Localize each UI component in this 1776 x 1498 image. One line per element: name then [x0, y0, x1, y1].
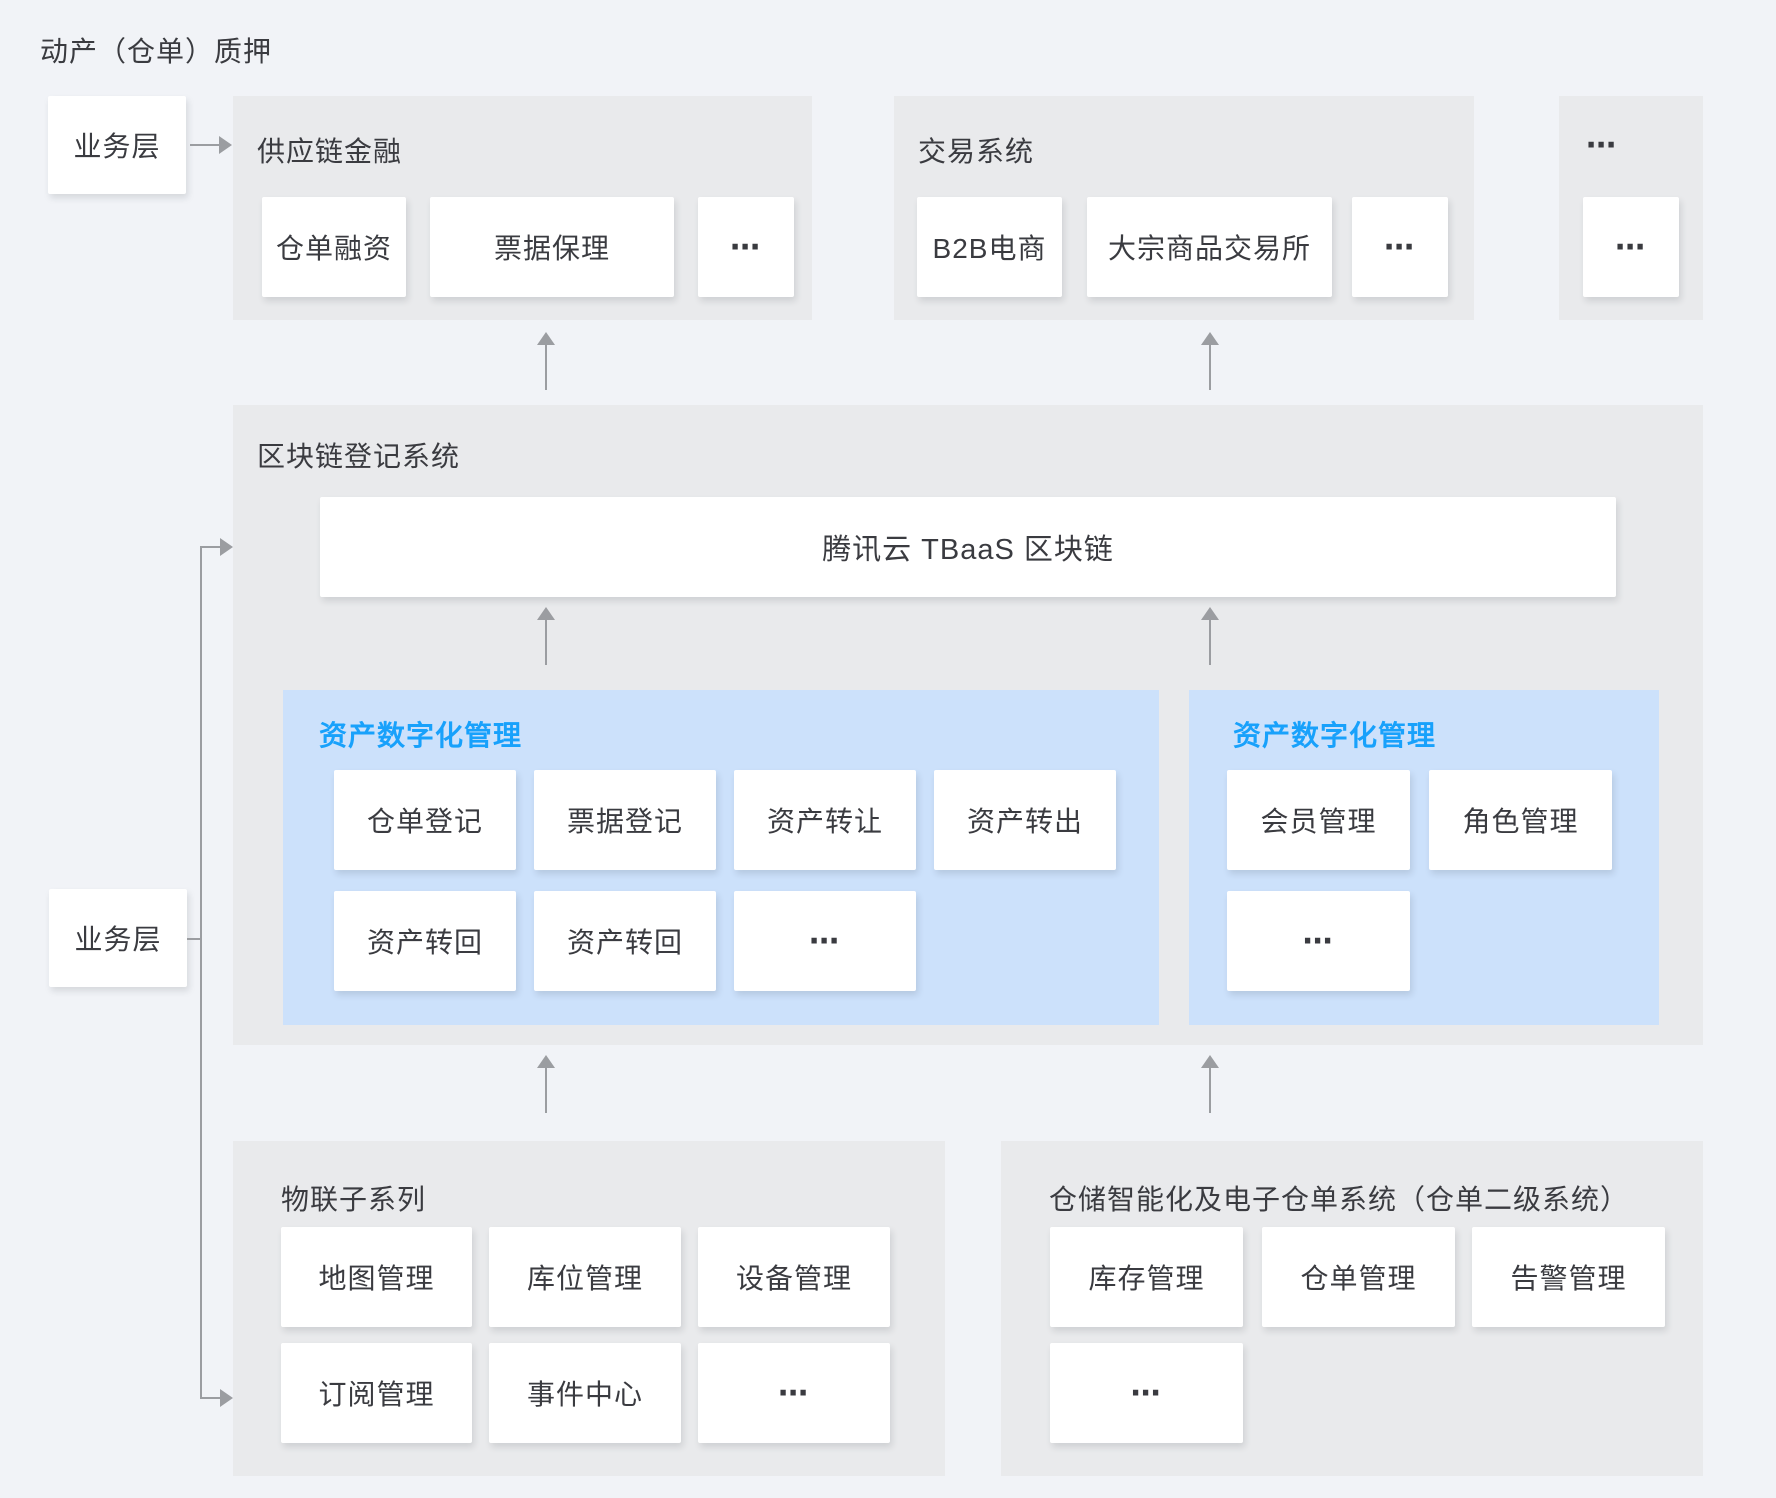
item-map-management: 地图管理 [281, 1227, 472, 1327]
arrow-up-icon [537, 332, 555, 345]
arrow-line [200, 1397, 222, 1399]
tbaas-bar-label: 腾讯云 TBaaS 区块链 [822, 534, 1114, 566]
item-more: ⋯ [1583, 197, 1679, 297]
arrow-line [545, 619, 547, 665]
panel-title-asset-digitization-left: 资产数字化管理 [319, 720, 523, 751]
item-alarm-management: 告警管理 [1472, 1227, 1665, 1327]
page-title: 动产（仓单）质押 [40, 36, 273, 67]
item-warehouse-receipt-registration: 仓单登记 [334, 770, 516, 870]
item-label: 仓单融资 [275, 233, 392, 264]
arrow-line [1209, 1067, 1211, 1113]
arrow-up-icon [537, 607, 555, 620]
item-asset-right-more: ⋯ [1227, 891, 1410, 991]
group-title-supply-chain-finance: 供应链金融 [257, 136, 403, 167]
item-label: 设备管理 [735, 1263, 852, 1294]
panel-title-asset-digitization-right: 资产数字化管理 [1233, 720, 1437, 751]
tbaas-blockchain-bar: 腾讯云 TBaaS 区块链 [320, 497, 1616, 597]
arrow-up-iot [536, 1055, 556, 1113]
arrow-right-icon [220, 1389, 233, 1407]
item-event-center: 事件中心 [489, 1343, 681, 1443]
item-iot-more: ⋯ [698, 1343, 890, 1443]
item-label: 会员管理 [1260, 806, 1377, 837]
item-commodity-exchange: 大宗商品交易所 [1087, 197, 1332, 297]
arrow-up-panel-right [1200, 607, 1220, 665]
arrow-up-icon [1201, 607, 1219, 620]
ellipsis-icon: ⋯ [730, 230, 762, 264]
item-label: 资产转回 [566, 927, 683, 958]
item-label: 大宗商品交易所 [1107, 233, 1311, 264]
item-trading-more: ⋯ [1352, 197, 1448, 297]
item-label: 资产转出 [966, 806, 1083, 837]
item-asset-transfer-out: 资产转出 [934, 770, 1116, 870]
business-layer-mid-box: 业务层 [49, 889, 187, 987]
item-bill-registration: 票据登记 [534, 770, 716, 870]
item-label: 地图管理 [318, 1263, 435, 1294]
item-bill-factoring: 票据保理 [430, 197, 674, 297]
group-title-blockchain: 区块链登记系统 [257, 441, 461, 472]
ellipsis-icon: ⋯ [1302, 924, 1335, 958]
arrow-line [190, 144, 221, 146]
ellipsis-icon: ⋯ [1615, 230, 1647, 264]
arrow-up-icon [1201, 332, 1219, 345]
connector-trunk-line [200, 546, 202, 1399]
item-b2b-ecommerce: B2B电商 [917, 197, 1062, 297]
business-layer-top-label: 业务层 [73, 131, 161, 162]
item-label: 资产转回 [366, 927, 483, 958]
item-asset-transfer: 资产转让 [734, 770, 916, 870]
item-warehouse-receipt-financing: 仓单融资 [262, 197, 406, 297]
arrow-up-scf [536, 332, 556, 390]
arrow-right-icon [220, 538, 233, 556]
item-label: 票据登记 [566, 806, 683, 837]
item-asset-left-more: ⋯ [734, 891, 916, 991]
group-title-more: ⋯ [1586, 129, 1618, 162]
item-asset-transfer-back-1: 资产转回 [334, 891, 516, 991]
arrow-up-panel-left [536, 607, 556, 665]
group-title-trading-system: 交易系统 [918, 136, 1035, 167]
item-label: 事件中心 [526, 1379, 643, 1410]
item-scf-more: ⋯ [698, 197, 794, 297]
business-layer-mid-label: 业务层 [74, 924, 162, 955]
arrow-up-warehouse [1200, 1055, 1220, 1113]
arrow-up-icon [1201, 1055, 1219, 1068]
arrow-line [200, 546, 222, 548]
arrow-right-icon [219, 136, 232, 154]
arrow-up-trading [1200, 332, 1220, 390]
item-bin-location-management: 库位管理 [489, 1227, 681, 1327]
item-role-management: 角色管理 [1429, 770, 1612, 870]
item-label: 票据保理 [493, 233, 610, 264]
arrow-line [545, 344, 547, 390]
item-label: 库存管理 [1088, 1263, 1205, 1294]
item-label: 角色管理 [1462, 806, 1579, 837]
ellipsis-icon: ⋯ [1384, 230, 1416, 264]
arrow-right-business-to-scf [190, 135, 232, 155]
item-label: 仓单管理 [1300, 1263, 1417, 1294]
arrow-up-icon [537, 1055, 555, 1068]
item-label: 仓单登记 [366, 806, 483, 837]
item-receipt-management: 仓单管理 [1262, 1227, 1455, 1327]
arrow-right-to-blockchain [200, 537, 233, 557]
ellipsis-icon: ⋯ [778, 1376, 810, 1410]
arrow-line [1209, 344, 1211, 390]
item-warehouse-more: ⋯ [1050, 1343, 1243, 1443]
group-title-warehouse-system: 仓储智能化及电子仓单系统（仓单二级系统） [1049, 1184, 1630, 1215]
item-label: 资产转让 [766, 806, 883, 837]
ellipsis-icon: ⋯ [809, 924, 841, 958]
group-title-iot-subseries: 物联子系列 [281, 1184, 427, 1215]
business-layer-top-box: 业务层 [48, 96, 186, 194]
arrow-line [1209, 619, 1211, 665]
item-label: B2B电商 [932, 233, 1047, 264]
item-label: 库位管理 [526, 1263, 643, 1294]
item-asset-transfer-back-2: 资产转回 [534, 891, 716, 991]
item-member-management: 会员管理 [1227, 770, 1410, 870]
item-inventory-management: 库存管理 [1050, 1227, 1243, 1327]
arrow-right-to-iot [200, 1388, 233, 1408]
item-subscription-management: 订阅管理 [281, 1343, 472, 1443]
item-label: 订阅管理 [318, 1379, 435, 1410]
connector-line [187, 938, 201, 940]
arrow-line [545, 1067, 547, 1113]
item-label: 告警管理 [1510, 1263, 1627, 1294]
ellipsis-icon: ⋯ [1130, 1376, 1163, 1410]
item-device-management: 设备管理 [698, 1227, 890, 1327]
